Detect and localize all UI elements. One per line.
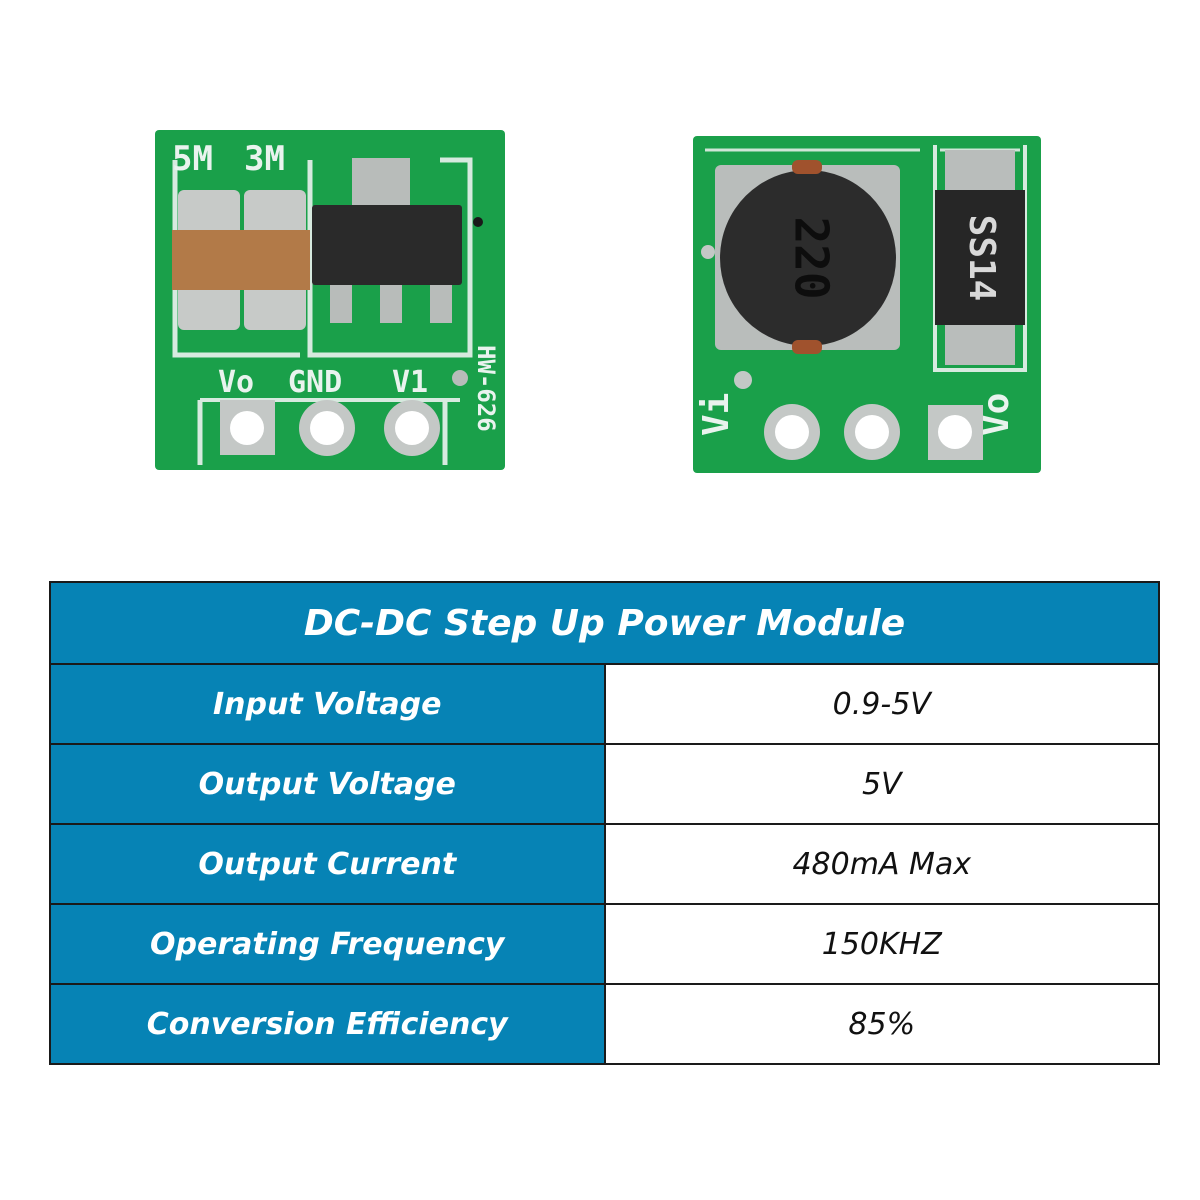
silk-model: HW-626	[472, 345, 500, 432]
product-photo-svg: 5M 3M Vo GND V1 HW-626	[155, 130, 1041, 473]
row-value: 0.9-5V	[603, 663, 1160, 745]
row-label: Conversion Efficiency	[49, 983, 606, 1065]
table-row: Operating Frequency 150KHZ	[49, 903, 1160, 985]
via-icon	[701, 245, 715, 259]
spec-table: DC-DC Step Up Power Module Input Voltage…	[49, 581, 1160, 1065]
product-photo: 5M 3M Vo GND V1 HW-626	[0, 0, 1200, 560]
silk-v1: V1	[392, 365, 428, 400]
left-trace	[172, 160, 300, 358]
row-label: Input Voltage	[49, 663, 606, 745]
left-trace	[197, 400, 448, 465]
inductor: 220	[715, 160, 900, 354]
silk-5m: 5M	[172, 139, 213, 179]
table-row: Output Voltage 5V	[49, 743, 1160, 825]
row-label: Output Current	[49, 823, 606, 905]
diode-code: SS14	[961, 215, 1002, 302]
row-value: 480mA Max	[603, 823, 1160, 905]
via-icon	[734, 371, 752, 389]
spec-table-title: DC-DC Step Up Power Module	[49, 581, 1160, 665]
row-value: 5V	[603, 743, 1160, 825]
silk-vi: Vi	[696, 393, 737, 436]
table-row: Output Current 480mA Max	[49, 823, 1160, 905]
table-row: Conversion Efficiency 85%	[49, 983, 1160, 1065]
regulator-chip	[312, 158, 462, 323]
left-pin-holes	[220, 400, 440, 456]
row-value: 85%	[603, 983, 1160, 1065]
silk-gnd: GND	[288, 365, 342, 400]
row-label: Output Voltage	[49, 743, 606, 825]
inductor-code: 220	[785, 216, 839, 299]
row-label: Operating Frequency	[49, 903, 606, 985]
silk-3m: 3M	[244, 139, 285, 179]
table-row: Input Voltage 0.9-5V	[49, 663, 1160, 745]
right-pin-holes	[764, 404, 983, 460]
silk-vo: Vo	[218, 365, 254, 400]
right-pcb-board: 220 SS14 Vi Vo	[693, 136, 1041, 473]
capacitor-3m	[238, 190, 310, 330]
spec-table-header-row: DC-DC Step Up Power Module	[49, 581, 1160, 665]
capacitor-5m	[172, 190, 244, 330]
row-value: 150KHZ	[603, 903, 1160, 985]
diode: SS14	[935, 150, 1025, 365]
left-pcb-board: 5M 3M Vo GND V1 HW-626	[155, 130, 505, 470]
via-icon	[452, 370, 468, 386]
pin1-marker-icon	[473, 217, 483, 227]
